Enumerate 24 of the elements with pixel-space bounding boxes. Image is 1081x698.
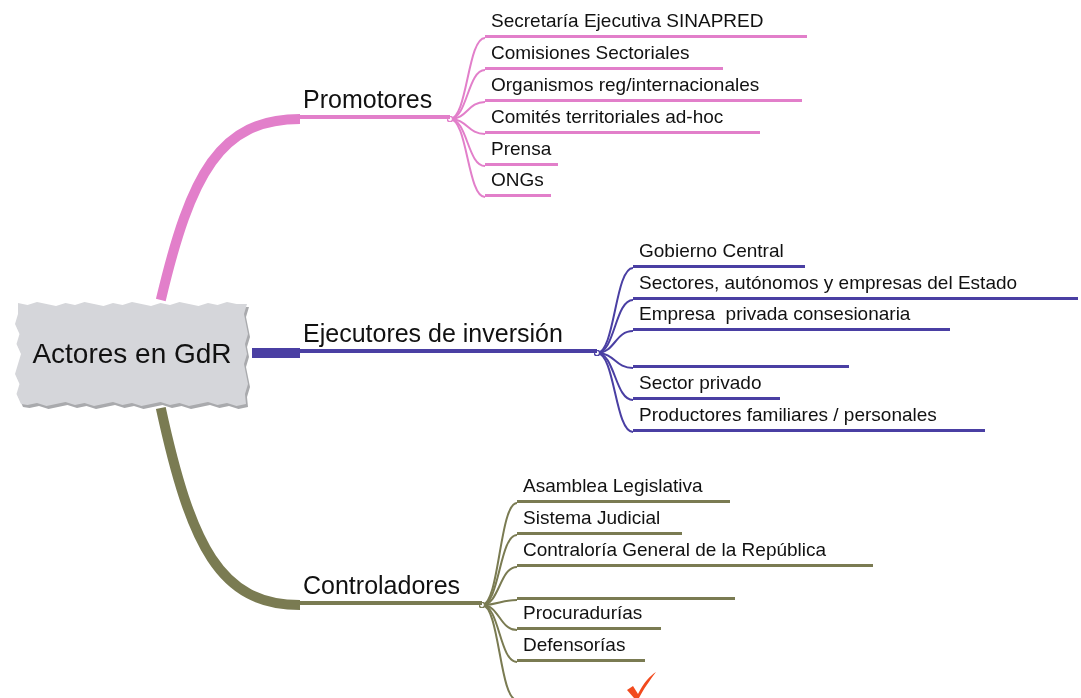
branch-line bbox=[447, 116, 486, 198]
main-topic: Controladores bbox=[300, 574, 482, 605]
subtopic: Sistema Judicial bbox=[517, 509, 682, 535]
subtopic: Prensa bbox=[485, 140, 558, 166]
subtopic: Comités territoriales ad-hoc bbox=[485, 108, 760, 134]
subtopic: Secretaría Ejecutiva SINAPRED bbox=[485, 12, 807, 38]
subtopic: Organismos reg/internacionales bbox=[485, 76, 802, 102]
main-topic: Promotores bbox=[300, 88, 450, 119]
subtopic: Comisiones Sectoriales bbox=[485, 44, 723, 70]
subtopic: Sector privado bbox=[633, 374, 780, 400]
main-branch bbox=[155, 406, 301, 610]
main-branch bbox=[155, 114, 301, 302]
subtopic: Procuradurías bbox=[517, 604, 661, 630]
subtopic: Gobierno Central bbox=[633, 242, 805, 268]
subtopic: ONGs bbox=[485, 171, 551, 197]
subtopic: Empresa privada consesionaria bbox=[633, 305, 950, 331]
subtopic: Productores familiares / personales bbox=[633, 406, 985, 432]
central-topic: Actores en GdR bbox=[12, 300, 252, 408]
subtopic: Sectores, autónomos y empresas del Estado bbox=[633, 274, 1078, 300]
subtopic: Defensorías bbox=[517, 636, 645, 662]
subtopic: Asamblea Legislativa bbox=[517, 477, 730, 503]
subtopic: Contraloría General de la República bbox=[517, 541, 873, 567]
main-topic: Ejecutores de inversión bbox=[300, 322, 597, 353]
branch-line bbox=[594, 350, 634, 433]
